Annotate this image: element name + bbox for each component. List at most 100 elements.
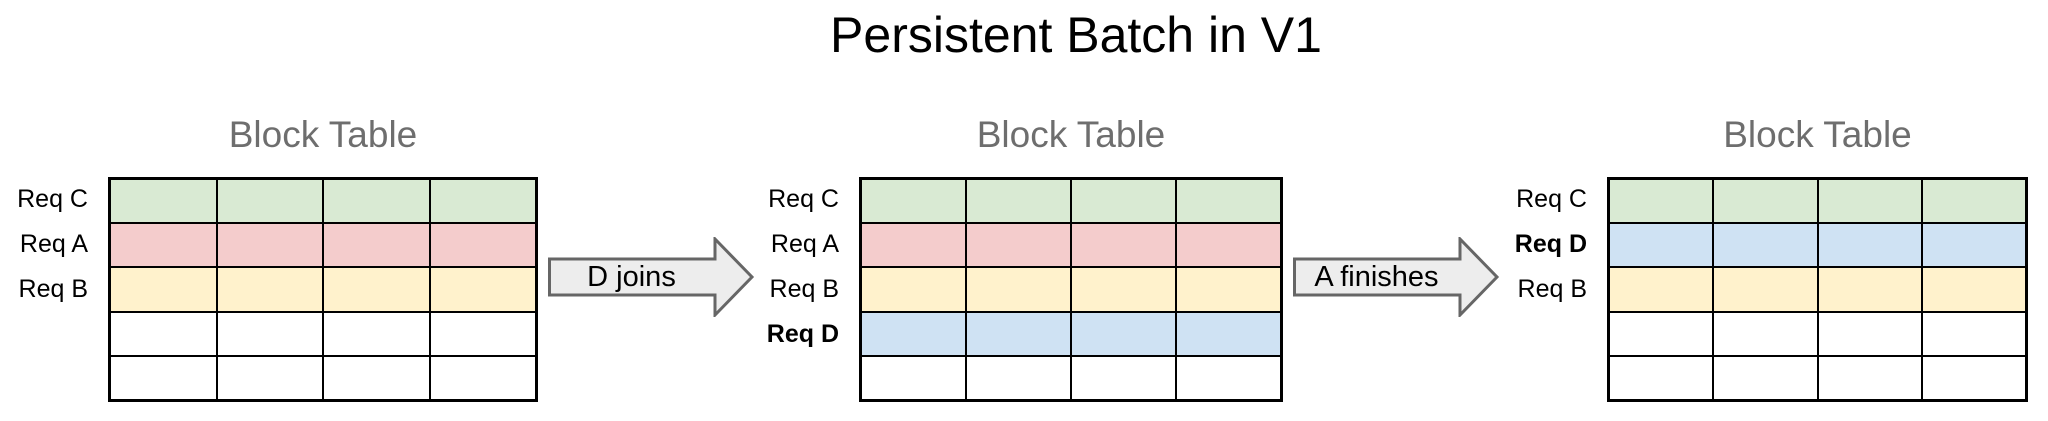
block-row-req-b	[1610, 268, 2025, 313]
row-label: Req D	[766, 320, 839, 348]
row-label	[0, 312, 108, 357]
block-cell	[324, 268, 431, 311]
block-cell	[1177, 357, 1280, 399]
block-cell	[1610, 312, 1715, 355]
block-cell	[1177, 313, 1280, 355]
block-cell	[1610, 268, 1715, 311]
block-cell	[218, 180, 324, 223]
block-cell	[218, 268, 324, 311]
block-row-req-c	[111, 180, 536, 225]
block-cell	[111, 224, 218, 267]
block-cell	[1819, 312, 1923, 355]
block-row-empty	[111, 356, 536, 400]
row-label	[0, 357, 108, 402]
page-title: Persistent Batch in V1	[830, 7, 1322, 63]
block-row-req-a	[862, 224, 1280, 269]
block-cell	[218, 356, 324, 400]
block-cell	[1714, 224, 1819, 267]
block-cell	[324, 180, 431, 223]
block-cell	[324, 356, 431, 400]
block-cell	[862, 268, 967, 311]
block-row-empty	[1610, 356, 2025, 400]
block-row-req-c	[862, 180, 1280, 225]
block-cell	[967, 268, 1072, 311]
block-cell	[1714, 268, 1819, 311]
block-row-req-b	[862, 268, 1280, 313]
arrow-shape	[548, 237, 755, 317]
block-cell	[1072, 224, 1177, 267]
arrow-label: A finishes	[1314, 261, 1439, 293]
block-row-empty	[111, 312, 536, 357]
block-cell	[1819, 268, 1923, 311]
block-cell	[1714, 356, 1819, 400]
block-cell	[1819, 224, 1923, 267]
block-row-req-c	[1610, 180, 2025, 225]
arrow-d-joins: D joins	[548, 237, 755, 317]
block-cell	[862, 180, 967, 223]
block-cell	[324, 224, 431, 267]
row-label	[1447, 357, 1607, 402]
row-labels: Req C Req D Req B	[1447, 177, 1607, 402]
block-row-req-a	[111, 224, 536, 269]
block-cell	[862, 312, 967, 355]
block-row-req-d	[862, 312, 1280, 357]
row-label: Req B	[769, 275, 839, 303]
arrow-a-finishes: A finishes	[1293, 237, 1500, 317]
block-row-req-d	[1610, 224, 2025, 269]
block-cell	[1923, 268, 2025, 310]
block-cell	[111, 268, 218, 311]
block-cell	[324, 312, 431, 355]
row-label: Req A	[770, 230, 839, 258]
block-row-empty	[1610, 312, 2025, 357]
row-label	[699, 357, 859, 402]
block-cell	[1819, 356, 1923, 400]
row-label: Req A	[19, 230, 88, 258]
arrow-polygon	[1293, 237, 1500, 317]
block-cell	[1177, 180, 1280, 222]
block-grid	[859, 177, 1283, 402]
block-cell	[1072, 312, 1177, 355]
block-cell	[862, 356, 967, 400]
row-label: Req C	[768, 185, 839, 213]
block-cell	[431, 224, 536, 266]
block-cell	[1923, 357, 2025, 399]
block-cell	[1072, 356, 1177, 400]
block-cell	[862, 224, 967, 267]
block-cell	[1610, 356, 1715, 400]
block-cell	[1819, 180, 1923, 223]
row-label: Req B	[1517, 275, 1587, 303]
panel-title: Block Table	[1723, 114, 1912, 155]
block-row-empty	[862, 356, 1280, 400]
row-labels: Req C Req A Req B Req D	[699, 177, 859, 402]
block-cell	[431, 313, 536, 355]
block-cell	[111, 180, 218, 223]
block-cell	[1923, 180, 2025, 222]
block-cell	[967, 224, 1072, 267]
block-cell	[967, 180, 1072, 223]
arrow-polygon	[548, 237, 755, 317]
block-cell	[1072, 268, 1177, 311]
row-label: Req B	[18, 275, 88, 303]
block-cell	[1610, 180, 1715, 223]
panel-title: Block Table	[976, 114, 1166, 155]
block-cell	[431, 268, 536, 310]
block-cell	[111, 356, 218, 400]
block-row-req-b	[111, 268, 536, 313]
block-cell	[218, 224, 324, 267]
row-label	[1447, 312, 1607, 357]
block-grid	[1607, 177, 2028, 402]
arrow-label: D joins	[587, 261, 676, 293]
block-cell	[1072, 180, 1177, 223]
block-cell	[967, 312, 1072, 355]
block-cell	[431, 180, 536, 222]
block-cell	[218, 312, 324, 355]
block-cell	[1177, 224, 1280, 266]
block-cell	[967, 356, 1072, 400]
row-labels: Req C Req A Req B	[0, 177, 108, 402]
block-cell	[431, 357, 536, 399]
block-cell	[1923, 224, 2025, 266]
panel-title: Block Table	[228, 114, 418, 155]
block-cell	[111, 312, 218, 355]
block-cell	[1177, 268, 1280, 310]
block-cell	[1714, 180, 1819, 223]
